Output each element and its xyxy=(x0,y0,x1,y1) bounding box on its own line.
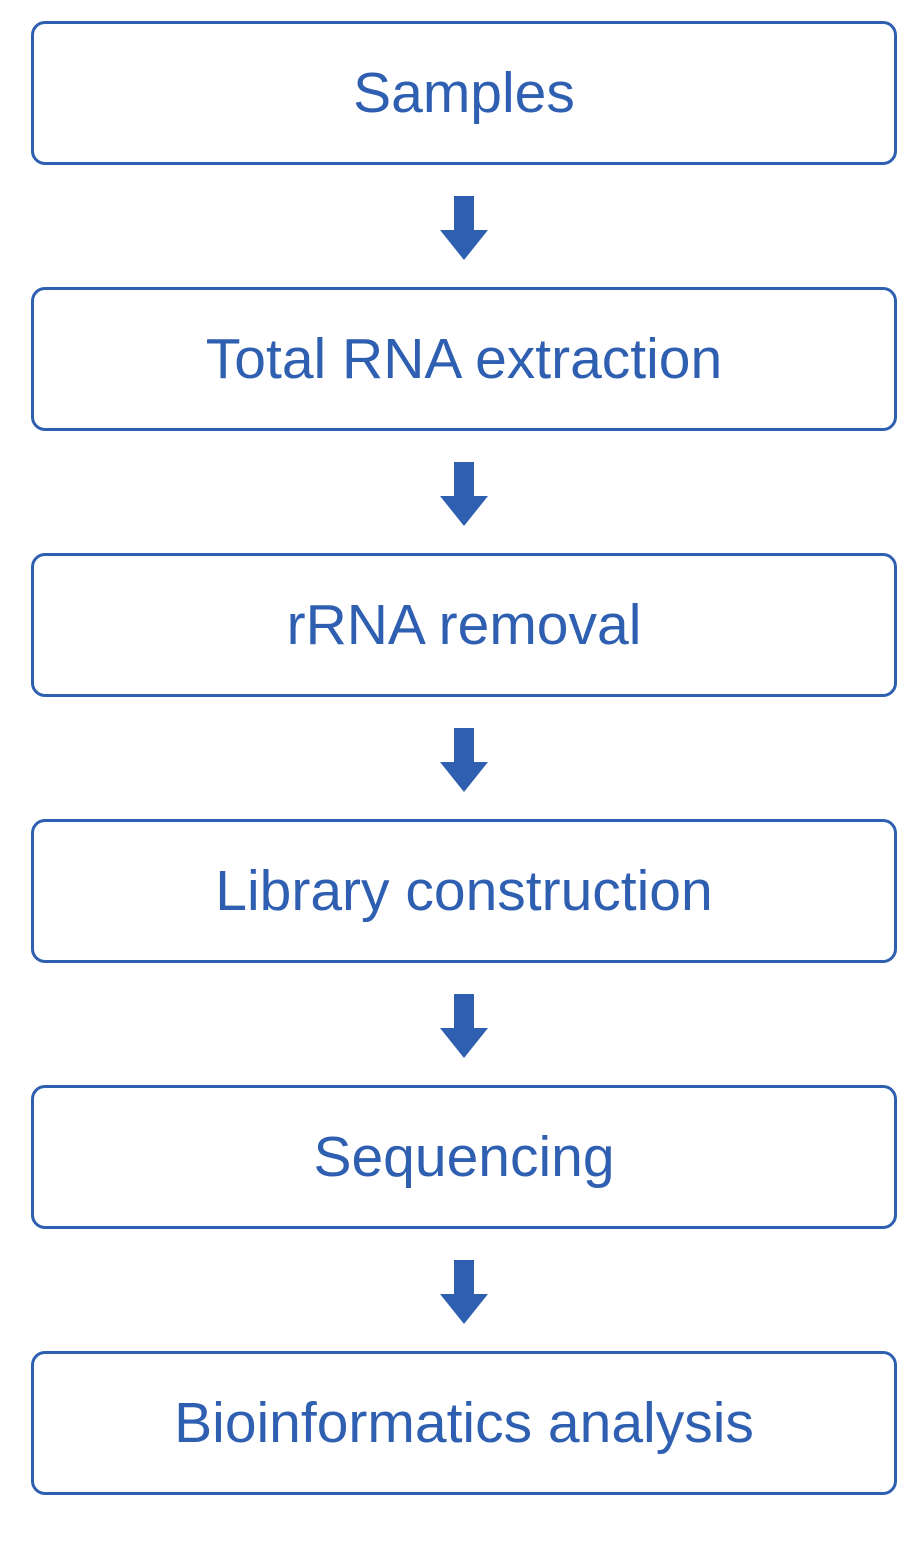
arrow-down-icon xyxy=(440,994,488,1058)
step-label: Total RNA extraction xyxy=(205,326,723,391)
arrow-down-icon xyxy=(440,196,488,260)
step-label: Samples xyxy=(353,60,575,125)
step-label: Bioinformatics analysis xyxy=(174,1390,754,1455)
step-label: Library construction xyxy=(215,858,713,923)
step-label: rRNA removal xyxy=(286,592,642,657)
arrow-down-icon xyxy=(440,1260,488,1324)
step-box-bioinformatics-analysis: Bioinformatics analysis xyxy=(31,1351,897,1495)
arrow-down-icon xyxy=(440,462,488,526)
step-box-rrna-removal: rRNA removal xyxy=(31,553,897,697)
step-label: Sequencing xyxy=(313,1124,615,1189)
step-box-sequencing: Sequencing xyxy=(31,1085,897,1229)
step-box-library-construction: Library construction xyxy=(31,819,897,963)
arrow-down-icon xyxy=(440,728,488,792)
step-box-samples: Samples xyxy=(31,21,897,165)
step-box-total-rna-extraction: Total RNA extraction xyxy=(31,287,897,431)
